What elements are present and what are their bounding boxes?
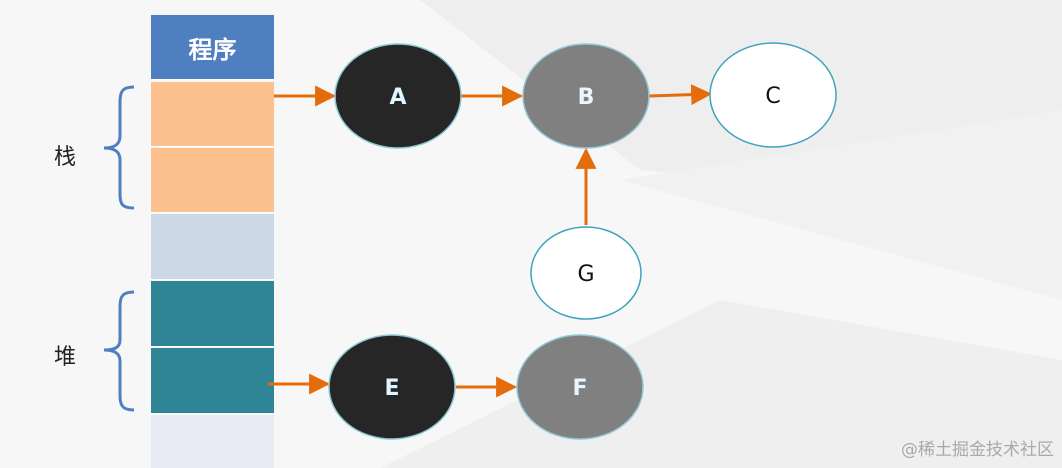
stack-label: 栈 [54,145,77,170]
stack-brace [103,85,135,210]
heap-block-2 [151,348,274,414]
node-a: A [334,43,462,149]
node-c-label: C [765,84,780,109]
program-block: 程序 [151,15,274,80]
node-b-shape [522,43,650,149]
node-b: B [522,43,650,149]
stack-block-2 [151,148,274,213]
heap-brace [103,290,135,412]
node-b-label: B [578,85,595,110]
node-g-label: G [577,262,594,287]
watermark: @稀土掘金技术社区 [901,440,1054,460]
heap-label: 堆 [54,345,77,370]
node-f-shape [516,334,644,440]
program-label: 程序 [188,35,237,64]
node-e-label: E [384,376,399,401]
bottom-block [151,415,274,468]
node-f-label: F [572,376,587,401]
node-f: F [516,334,644,440]
edge-b-c [648,84,713,106]
node-e-shape [328,334,456,440]
node-e: E [328,334,456,440]
stack-block-1 [151,82,274,147]
heap-block-1 [151,281,274,347]
node-a-shape [334,43,462,149]
node-c-shape [709,42,837,148]
gap-block [151,214,274,280]
node-c: C [709,42,837,148]
node-g-shape [530,226,642,320]
node-a-label: A [389,85,406,110]
node-g: G [530,226,642,320]
